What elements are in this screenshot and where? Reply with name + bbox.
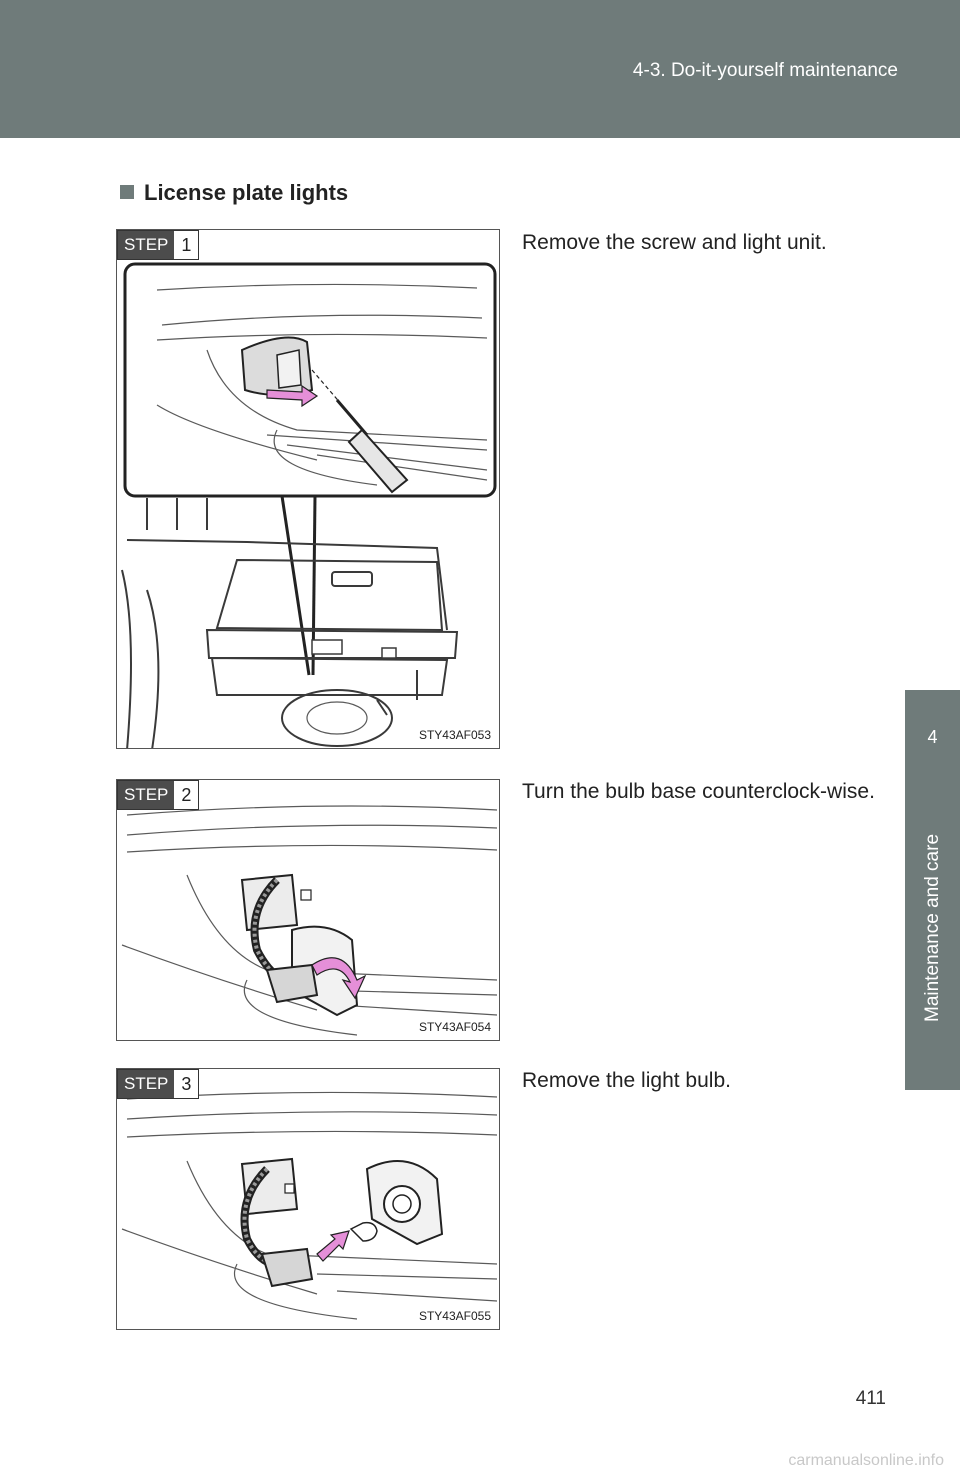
step3-illustration (121, 1091, 498, 1320)
step2-badge-word: STEP (118, 781, 175, 809)
step1-badge: STEP 1 (117, 230, 200, 260)
chapter-label: Maintenance and care (922, 833, 943, 1022)
step1-description: Remove the screw and light unit. (522, 231, 827, 254)
section-heading: License plate lights (120, 180, 348, 206)
step3-figure-code: STY43AF055 (418, 1309, 491, 1323)
chapter-number: 4 (927, 727, 938, 747)
step1-figure: STEP 1 STY43AF053 (116, 229, 500, 749)
step3-badge: STEP 3 (117, 1069, 200, 1099)
step1-badge-number: 1 (174, 231, 199, 259)
chapter-side-tab (905, 690, 960, 1090)
step1-illustration (121, 262, 497, 748)
section-heading-text: License plate lights (144, 180, 349, 205)
step2-badge-number: 2 (174, 781, 199, 809)
step2-figure: STEP 2 STY43AF054 (116, 779, 500, 1041)
watermark: carmanualsonline.info (788, 1452, 944, 1469)
step3-description: Remove the light bulb. (522, 1069, 731, 1092)
step2-figure-code: STY43AF054 (418, 1020, 491, 1034)
header-section-title: 4-3. Do-it-yourself maintenance (632, 60, 898, 81)
step1-figure-code: STY43AF053 (418, 728, 491, 742)
page-header-bar (0, 0, 960, 138)
step3-badge-number: 3 (174, 1070, 199, 1098)
step3-figure: STEP 3 STY43AF055 (116, 1068, 500, 1330)
step2-illustration (121, 805, 498, 1036)
step1-badge-word: STEP (118, 231, 175, 259)
section-bullet-icon (120, 185, 134, 199)
step2-badge: STEP 2 (117, 780, 200, 810)
step2-description: Turn the bulb base counterclock-wise. (522, 780, 875, 803)
page-number: 411 (855, 1388, 886, 1409)
step3-badge-word: STEP (118, 1070, 175, 1098)
